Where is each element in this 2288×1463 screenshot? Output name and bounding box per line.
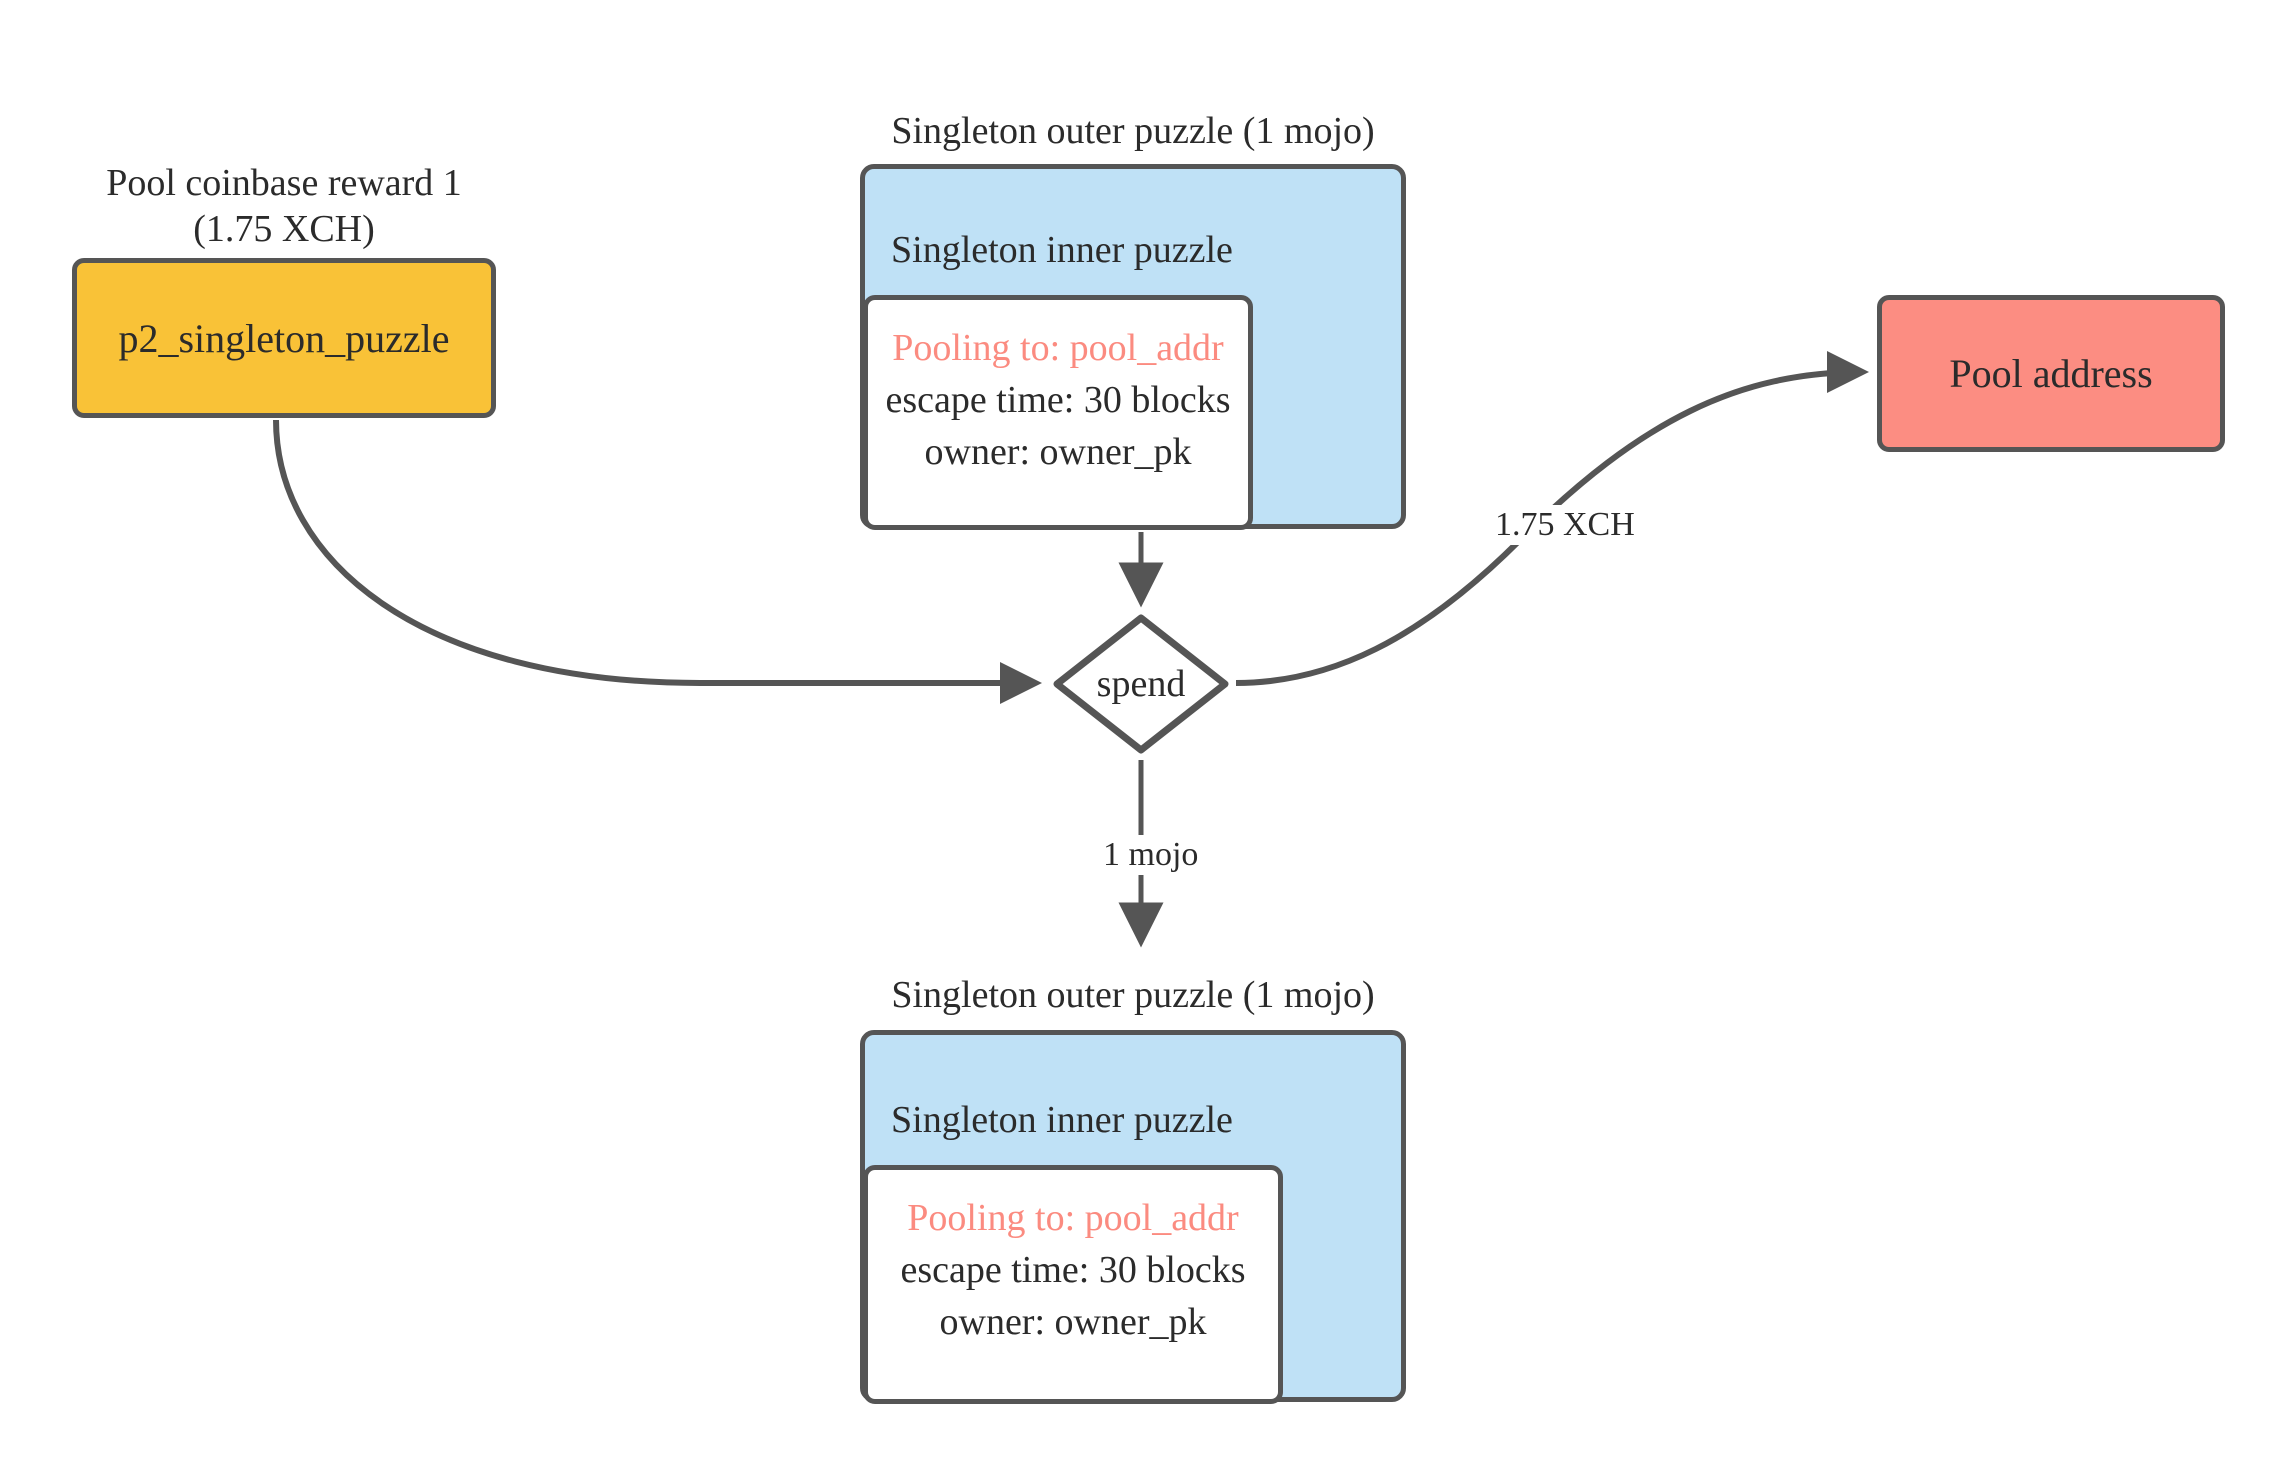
- spend-label: spend: [1096, 663, 1186, 705]
- singleton-bottom-escape-time: escape time: 30 blocks: [900, 1249, 1246, 1291]
- singleton-bottom-outer-caption: Singleton outer puzzle (1 mojo): [891, 974, 1375, 1016]
- singleton-bottom-pooling-to: Pooling to: pool_addr: [907, 1197, 1239, 1239]
- p2-singleton-caption: Pool coinbase reward 1 (1.75 XCH): [72, 160, 496, 252]
- singleton-bottom-outer-puzzle[interactable]: Singleton inner puzzle Pooling to: pool_…: [860, 1030, 1406, 1404]
- singleton-top-owner: owner: owner_pk: [924, 431, 1192, 473]
- pool-address-label: Pool address: [1949, 351, 2153, 396]
- pool-address-node[interactable]: Pool address: [1877, 295, 2225, 452]
- singleton-bottom-inner-puzzle[interactable]: Pooling to: pool_addr escape time: 30 bl…: [863, 1165, 1283, 1404]
- singleton-top-inner-title: Singleton inner puzzle: [891, 229, 1233, 271]
- singleton-top-escape-time: escape time: 30 blocks: [885, 379, 1231, 421]
- spend-node[interactable]: spend: [1051, 612, 1231, 756]
- singleton-bottom-owner: owner: owner_pk: [939, 1301, 1207, 1343]
- singleton-top-outer-puzzle[interactable]: Singleton inner puzzle Pooling to: pool_…: [860, 164, 1406, 530]
- singleton-bottom-inner-title: Singleton inner puzzle: [891, 1099, 1233, 1141]
- singleton-top-inner-puzzle[interactable]: Pooling to: pool_addr escape time: 30 bl…: [863, 295, 1253, 530]
- spend-diamond-shape: [1053, 614, 1229, 754]
- p2-singleton-puzzle-label: p2_singleton_puzzle: [118, 315, 450, 361]
- singleton-top-outer-caption: Singleton outer puzzle (1 mojo): [891, 110, 1375, 152]
- p2-caption-line1: Pool coinbase reward 1: [106, 162, 462, 204]
- edge-label-mojo: 1 mojo: [1097, 835, 1205, 875]
- singleton-top-pooling-to: Pooling to: pool_addr: [892, 327, 1224, 369]
- edge-label-xch: 1.75 XCH: [1489, 505, 1641, 545]
- p2-caption-line2: (1.75 XCH): [193, 208, 375, 250]
- p2-singleton-puzzle-node[interactable]: p2_singleton_puzzle: [72, 258, 496, 418]
